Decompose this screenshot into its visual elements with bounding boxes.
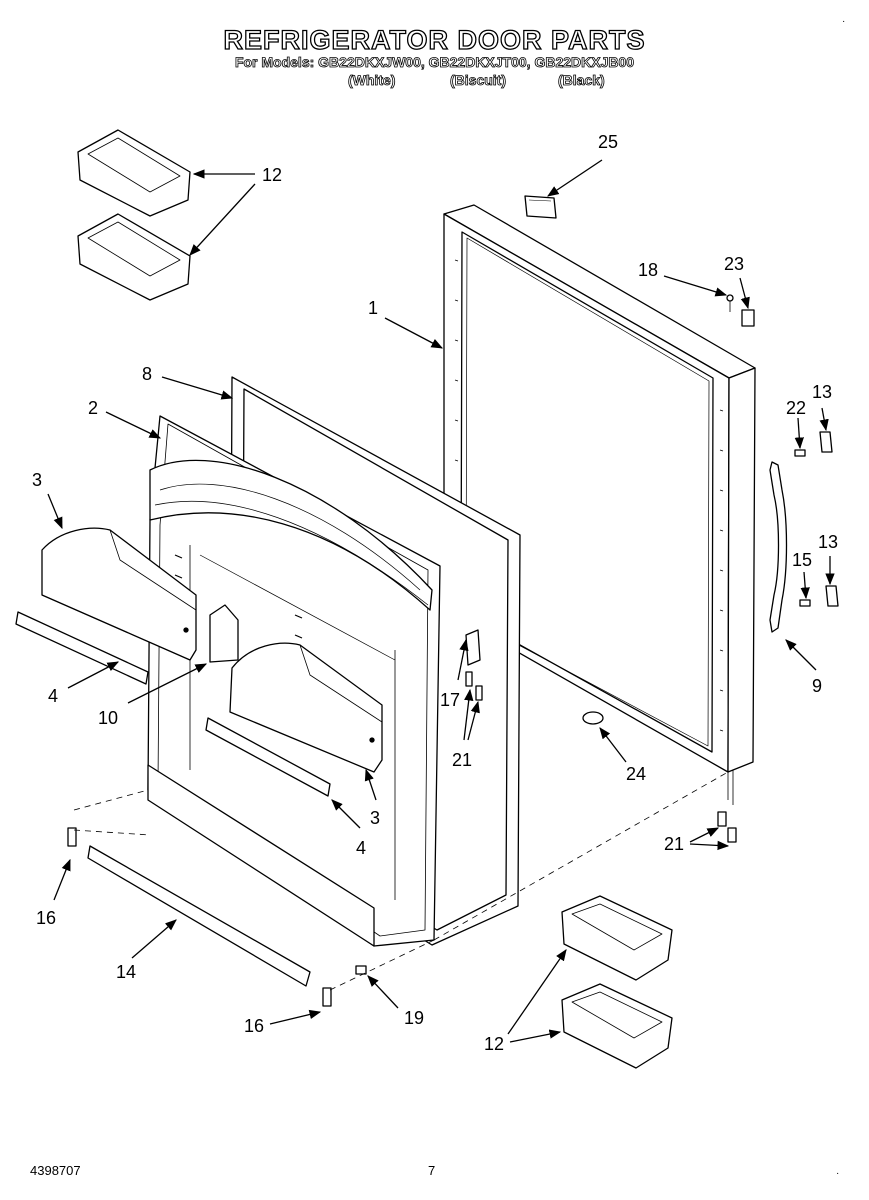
part-23-hinge-bushing bbox=[741, 309, 755, 327]
callout-21-left: 21 bbox=[452, 750, 472, 770]
callout-12-upper: 12 bbox=[262, 165, 282, 185]
part-3-lower-door-shelf bbox=[229, 642, 383, 773]
part-17-hinge-bracket bbox=[465, 629, 481, 666]
callout-15: 15 bbox=[792, 550, 812, 570]
callout-4-lower: 4 bbox=[356, 838, 366, 858]
callout-14: 14 bbox=[116, 962, 136, 982]
callout-17: 17 bbox=[440, 690, 460, 710]
color-label-biscuit: (Biscuit) bbox=[450, 72, 507, 89]
part-3-upper-door-shelf bbox=[41, 527, 197, 661]
page-number: 7 bbox=[428, 1163, 436, 1178]
callout-18: 18 bbox=[638, 260, 658, 280]
callout-19: 19 bbox=[404, 1008, 424, 1028]
callout-22: 22 bbox=[786, 398, 806, 418]
part-14-bottom-trim bbox=[87, 845, 311, 987]
color-label-white: (White) bbox=[348, 72, 396, 89]
part-12-lower-bin-top bbox=[561, 895, 673, 981]
part-19-screw bbox=[355, 965, 367, 975]
callout-4-upper: 4 bbox=[48, 686, 58, 706]
part-9-door-handle bbox=[769, 461, 788, 633]
part-12-upper-bin-top bbox=[77, 129, 191, 217]
alignment-lines bbox=[73, 771, 729, 991]
callout-9: 9 bbox=[812, 676, 822, 696]
part-13-handle-cap-lower bbox=[825, 585, 839, 607]
leader-arrows bbox=[47, 159, 835, 1043]
callout-2: 2 bbox=[88, 398, 98, 418]
page-header: REFRIGERATOR DOOR PARTS For Models: GB22… bbox=[0, 25, 869, 70]
corner-mark-top: · bbox=[842, 16, 846, 27]
part-22-screw bbox=[794, 449, 806, 457]
callout-3-lower: 3 bbox=[370, 808, 380, 828]
callout-3-upper: 3 bbox=[32, 470, 42, 490]
model-list: For Models: GB22DKXJW00, GB22DKXJT00, GB… bbox=[234, 54, 635, 70]
callout-12-lower: 12 bbox=[484, 1034, 504, 1054]
callout-10: 10 bbox=[98, 708, 118, 728]
part-21-screws-left bbox=[465, 671, 483, 701]
callout-8: 8 bbox=[142, 364, 152, 384]
color-label-black: (Black) bbox=[558, 72, 605, 89]
corner-mark-bottom: · bbox=[836, 1168, 840, 1179]
part-12-lower-bin-bottom bbox=[561, 983, 673, 1069]
callout-23: 23 bbox=[724, 254, 744, 274]
callout-13-lower: 13 bbox=[818, 532, 838, 552]
callout-16-left: 16 bbox=[36, 908, 56, 928]
part-10-dairy-door-cover bbox=[209, 604, 239, 663]
page-title: REFRIGERATOR DOOR PARTS bbox=[223, 25, 646, 55]
callout-21-right: 21 bbox=[664, 834, 684, 854]
callout-24: 24 bbox=[626, 764, 646, 784]
part-16-clip-right bbox=[322, 987, 332, 1007]
part-15-screw bbox=[799, 599, 811, 607]
part-18-screw bbox=[726, 294, 734, 312]
part-16-clip-left bbox=[67, 827, 77, 847]
document-number: 4398707 bbox=[30, 1163, 81, 1178]
part-13-handle-cap-upper bbox=[819, 431, 833, 453]
callout-13-upper: 13 bbox=[812, 382, 832, 402]
part-24-grommet bbox=[582, 711, 604, 725]
part-21-screws-right bbox=[717, 811, 737, 843]
part-12-upper-bin-bottom bbox=[77, 213, 191, 301]
callout-labels: 12 25 18 23 1 8 2 13 22 3 13 15 9 4 10 1… bbox=[32, 132, 838, 1054]
callout-25: 25 bbox=[598, 132, 618, 152]
part-25-label-sticker bbox=[524, 195, 557, 219]
callout-16-right: 16 bbox=[244, 1016, 264, 1036]
callout-1: 1 bbox=[368, 298, 378, 318]
part-4-lower-shelf-retainer bbox=[205, 717, 331, 797]
